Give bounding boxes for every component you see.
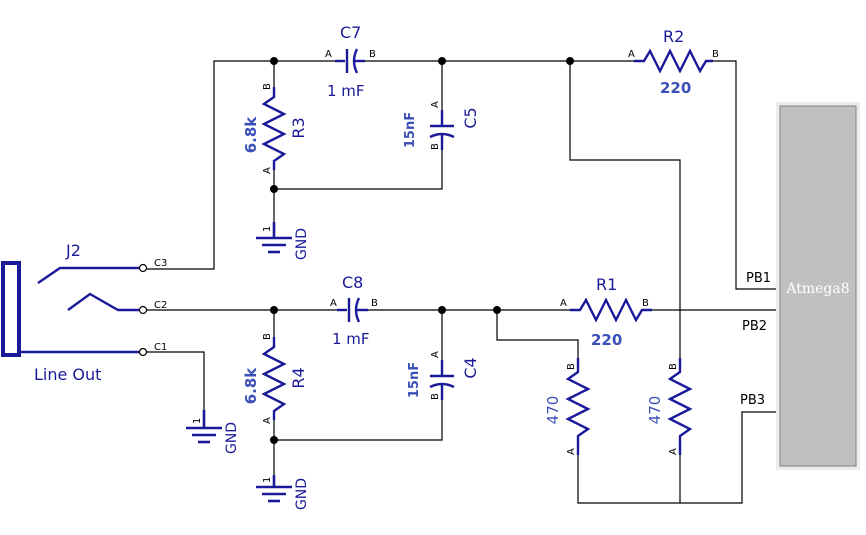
pin-label: C3 — [154, 258, 167, 269]
wire-r2-pb1 — [713, 60, 778, 290]
wires — [140, 60, 778, 504]
capacitor-name: C7 — [340, 23, 361, 42]
junction-dot — [270, 185, 278, 193]
capacitor-value: 1 mF — [327, 82, 365, 100]
resistor-r4: R4 6.8k B A — [242, 333, 308, 424]
capacitor-c8: C8 1 mF A B — [330, 273, 378, 348]
pin-label: A — [430, 351, 441, 358]
pin-label: A — [430, 101, 441, 108]
junction-dot — [270, 436, 278, 444]
pin-label: 1 — [192, 418, 203, 424]
junctions — [270, 57, 574, 444]
ground-symbol-c1: GND 1 — [186, 410, 240, 454]
resistor-value: 6.8k — [242, 367, 260, 405]
pin-circle — [138, 263, 148, 273]
connector-body — [1, 261, 21, 357]
resistor-name: R2 — [663, 27, 684, 46]
pin-circle — [138, 347, 148, 357]
wire-c5-bottom — [274, 150, 443, 190]
pin-label: 1 — [262, 226, 273, 232]
resistor-r1: R1 220 A B — [560, 275, 652, 349]
pin-label: B — [668, 363, 679, 370]
ground-symbol-bottom: GND 1 — [256, 475, 310, 510]
wire-to-r470a — [496, 310, 579, 358]
pin-label: B — [262, 83, 273, 90]
capacitor-name: C5 — [461, 107, 480, 128]
capacitor-c4: C4 15nF A B — [407, 351, 480, 400]
connector-contact-c2 — [67, 292, 140, 312]
mcu-pin-label: PB2 — [742, 319, 767, 334]
resistor-value: 470 — [544, 396, 562, 425]
pin-label: B — [642, 298, 649, 309]
pin-label: B — [262, 333, 273, 340]
capacitor-c7: C7 1 mF A B — [325, 23, 376, 100]
resistor-470-right: 470 B A — [646, 358, 693, 455]
ground-label: GND — [294, 228, 310, 260]
wire-c4-bottom — [274, 400, 443, 441]
mcu-atmega8: Atmega8 PB1 PB2 PB3 — [740, 102, 860, 470]
pin-label: A — [668, 448, 679, 455]
pin-circle — [138, 305, 148, 315]
connector-name: J2 — [65, 241, 81, 260]
resistor-name: R3 — [289, 117, 308, 138]
capacitor-c5: C5 15nF A B — [403, 101, 480, 150]
pin-label: A — [330, 298, 337, 309]
pin-label: B — [371, 298, 378, 309]
pin-label: C1 — [154, 342, 167, 353]
resistor-value: 220 — [660, 79, 691, 97]
capacitor-name: C8 — [342, 273, 363, 292]
pin-label: A — [262, 167, 273, 174]
mcu-pin-label: PB3 — [740, 393, 765, 408]
resistor-value: 6.8k — [242, 116, 260, 154]
capacitor-value: 1 mF — [332, 330, 370, 348]
resistor-r3: R3 6.8k B A — [242, 83, 308, 174]
capacitor-value: 15nF — [407, 362, 422, 398]
pin-label: A — [560, 298, 567, 309]
pin-label: A — [262, 417, 273, 424]
resistor-name: R1 — [596, 275, 617, 294]
ground-symbol-top: GND 1 — [256, 222, 310, 260]
resistor-value: 470 — [646, 396, 664, 425]
mcu-body — [779, 105, 857, 467]
resistor-name: R4 — [289, 367, 308, 388]
pin-label: A — [325, 49, 332, 60]
pin-label: A — [628, 49, 635, 60]
junction-dot — [270, 306, 278, 314]
pin-label: B — [566, 363, 577, 370]
capacitor-value: 15nF — [403, 112, 418, 148]
junction-dot — [438, 306, 446, 314]
ground-label: GND — [224, 422, 240, 454]
junction-dot — [438, 57, 446, 65]
resistor-470-left: 470 B A — [544, 358, 591, 455]
pin-label: A — [566, 448, 577, 455]
ground-label: GND — [294, 478, 310, 510]
pin-label: C2 — [154, 300, 167, 311]
pin-label: 1 — [262, 477, 273, 483]
resistor-value: 220 — [591, 331, 622, 349]
pin-label: B — [430, 143, 441, 150]
connector-j2: J2 Line Out C3 C2 C1 — [1, 241, 167, 384]
pin-label: B — [369, 49, 376, 60]
junction-dot — [493, 306, 501, 314]
junction-dot — [270, 57, 278, 65]
junction-dot — [566, 57, 574, 65]
connector-label: Line Out — [34, 365, 101, 384]
mcu-name: Atmega8 — [785, 281, 849, 297]
resistor-r2: R2 220 A B — [628, 27, 719, 97]
wire-c1-gnd — [140, 351, 205, 410]
wire-top-to-r470b — [569, 61, 681, 358]
capacitor-name: C4 — [461, 357, 480, 378]
connector-contact-c3 — [37, 266, 140, 284]
wire-r470-pb3 — [577, 411, 778, 504]
pin-label: B — [430, 393, 441, 400]
mcu-pin-label: PB1 — [746, 271, 771, 286]
pin-label: B — [712, 49, 719, 60]
